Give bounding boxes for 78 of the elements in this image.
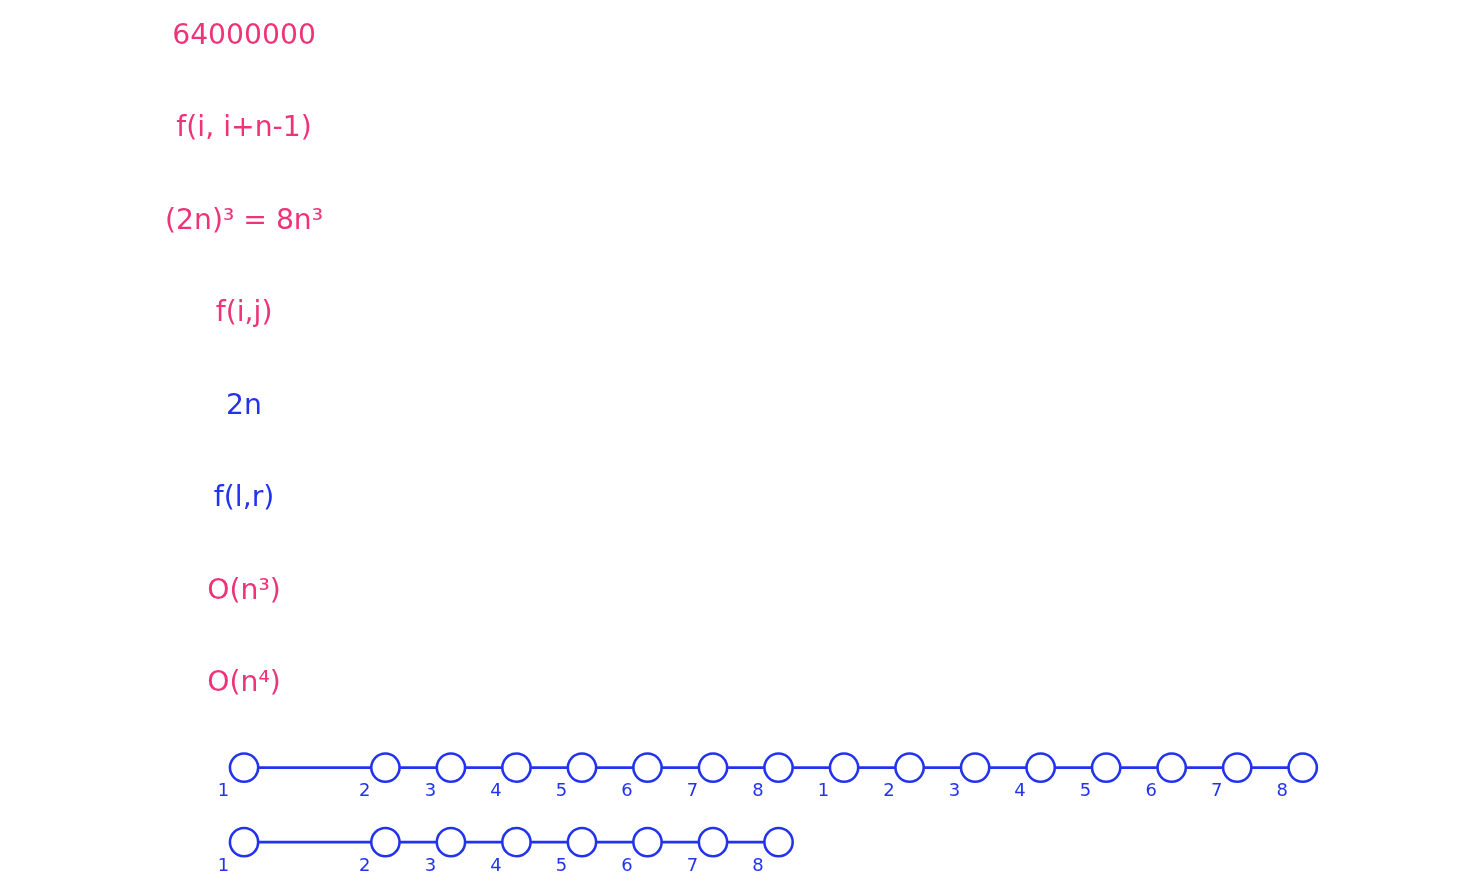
node-label: 8 — [752, 853, 764, 875]
node-circle — [632, 752, 663, 784]
connector — [400, 840, 437, 844]
connector — [1120, 766, 1158, 769]
node-circle — [566, 826, 598, 858]
label: f(i, i+n-1) — [176, 110, 312, 144]
node-label: 3 — [424, 779, 437, 801]
node-circle — [1025, 752, 1057, 784]
label: O(n³) — [207, 572, 281, 606]
connector — [727, 766, 765, 769]
node-circle — [1156, 752, 1188, 784]
node-circle — [435, 752, 467, 784]
node-label: 6 — [621, 779, 633, 801]
node-label: 1 — [217, 853, 230, 875]
node-circle — [828, 752, 860, 784]
label: 64000000 — [172, 17, 316, 51]
connector — [793, 766, 830, 769]
connector — [1186, 766, 1223, 769]
node-label: 1 — [817, 779, 830, 801]
node-label: 2 — [359, 853, 371, 875]
node-label: 6 — [1145, 779, 1157, 801]
node-circle — [959, 752, 991, 784]
connector — [596, 840, 634, 844]
label: O(n⁴) — [207, 665, 281, 699]
connector — [662, 766, 699, 769]
node-circle — [501, 752, 532, 784]
connector — [924, 766, 961, 769]
node-circle — [632, 826, 663, 858]
node-label: 1 — [217, 779, 230, 801]
node-circle — [697, 752, 729, 784]
node-label: 8 — [1276, 779, 1288, 801]
node-label: 7 — [686, 853, 699, 875]
node-label: 8 — [752, 779, 764, 801]
node-circle — [1221, 752, 1253, 784]
connector — [989, 766, 1027, 769]
node-label: 7 — [686, 779, 699, 801]
node-circle — [894, 752, 925, 784]
label: (2n)³ = 8n³ — [165, 202, 324, 236]
node-label: 2 — [359, 779, 371, 801]
connector — [465, 766, 503, 769]
connector — [531, 766, 568, 769]
node-label: 4 — [490, 853, 502, 875]
node-label: 5 — [1079, 779, 1092, 801]
connector — [1251, 766, 1289, 769]
label: f(i,j) — [215, 295, 273, 329]
node-label: 5 — [555, 853, 568, 875]
node-circle — [763, 826, 794, 858]
node-circle — [1287, 752, 1319, 784]
connector — [727, 840, 765, 844]
node-label: 5 — [555, 779, 568, 801]
node-label: 4 — [490, 779, 502, 801]
node-circle — [566, 752, 598, 784]
node-label: 6 — [621, 853, 633, 875]
node-circle — [370, 826, 401, 858]
node-circle — [763, 752, 794, 784]
node-label: 2 — [883, 779, 895, 801]
node-circle — [228, 752, 260, 784]
node-label: 7 — [1210, 779, 1223, 801]
connector — [531, 840, 568, 844]
node-circle — [435, 826, 467, 858]
node-circle — [501, 826, 532, 858]
connector — [1055, 766, 1092, 769]
node-label: 3 — [948, 779, 961, 801]
node-circle — [697, 826, 729, 858]
node-label: 3 — [424, 853, 437, 875]
node-circle — [228, 826, 260, 858]
label: f(l,r) — [213, 480, 275, 514]
connector — [258, 766, 372, 769]
connector — [596, 766, 634, 769]
connector — [662, 840, 699, 844]
connector — [400, 766, 437, 769]
label: 2n — [226, 387, 263, 421]
connector — [258, 840, 372, 844]
connector — [465, 840, 503, 844]
node-label: 4 — [1014, 779, 1026, 801]
node-circle — [1090, 752, 1122, 784]
connector — [858, 766, 896, 769]
node-circle — [370, 752, 401, 784]
